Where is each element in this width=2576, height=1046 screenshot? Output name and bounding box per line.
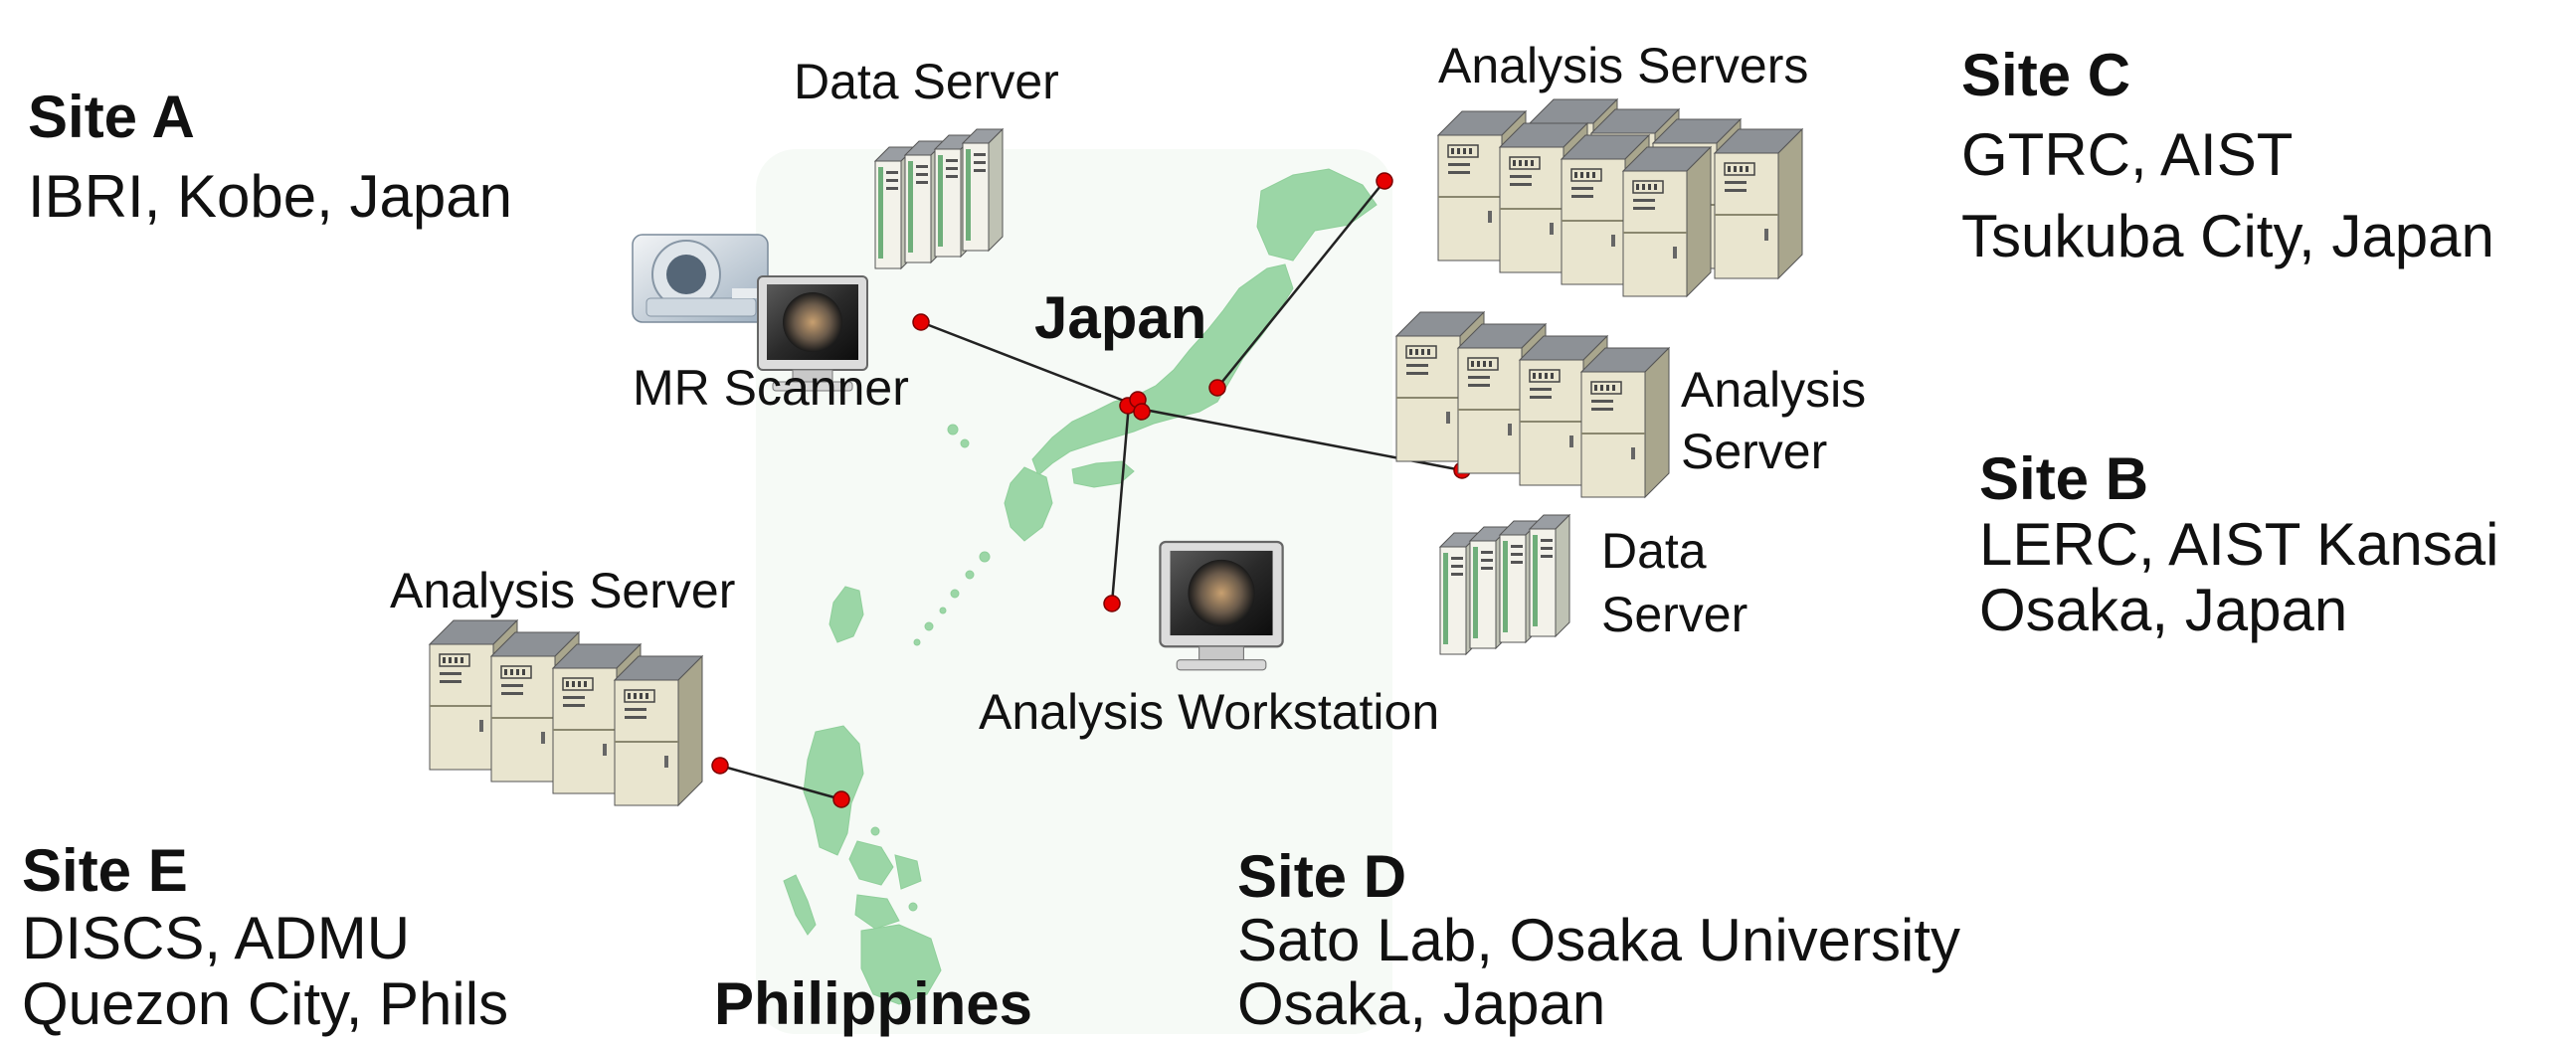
site-b-data-server-label-2: Server bbox=[1601, 587, 1748, 642]
site-e-analysis-server-icon bbox=[429, 619, 703, 806]
network-nodes bbox=[711, 172, 1471, 808]
philippines-map bbox=[783, 586, 942, 1005]
node-site-d bbox=[1103, 595, 1121, 612]
site-b-data-server-label-1: Data bbox=[1601, 523, 1707, 579]
site-a-title: Site A bbox=[28, 84, 195, 150]
mr-scanner-label: MR Scanner bbox=[633, 360, 909, 416]
site-d-line-1: Sato Lab, Osaka University bbox=[1237, 907, 1961, 973]
site-c-analysis-servers-label: Analysis Servers bbox=[1438, 38, 1809, 93]
site-a-data-server-label: Data Server bbox=[794, 54, 1059, 109]
philippines-label: Philippines bbox=[714, 970, 1033, 1037]
site-e-title: Site E bbox=[22, 837, 188, 904]
site-a-line-1: IBRI, Kobe, Japan bbox=[28, 163, 512, 230]
mr-scanner-icon bbox=[632, 234, 769, 323]
site-b-title: Site B bbox=[1979, 445, 2149, 512]
site-b-analysis-server-label-1: Analysis bbox=[1681, 362, 1867, 418]
site-a-data-server-icon bbox=[874, 128, 1004, 269]
site-d-line-2: Osaka, Japan bbox=[1237, 970, 1606, 1037]
node-site-c bbox=[1376, 172, 1393, 190]
site-e-line-2: Quezon City, Phils bbox=[22, 970, 509, 1037]
site-e-analysis-server-label: Analysis Server bbox=[390, 563, 736, 618]
site-d-workstation-label: Analysis Workstation bbox=[979, 684, 1440, 740]
site-c-line-1: GTRC, AIST bbox=[1961, 121, 2294, 188]
site-b-analysis-server-icon bbox=[1395, 311, 1670, 498]
site-b-line-1: LERC, AIST Kansai bbox=[1979, 511, 2499, 578]
node-site-a bbox=[912, 313, 930, 331]
site-d-title: Site D bbox=[1237, 843, 1407, 910]
node-manila bbox=[832, 790, 850, 808]
site-b-data-server-icon bbox=[1439, 514, 1570, 655]
japan-label: Japan bbox=[1034, 284, 1207, 351]
site-b-line-2: Osaka, Japan bbox=[1979, 577, 2348, 643]
site-e-line-1: DISCS, ADMU bbox=[22, 905, 411, 971]
node-site-e-server bbox=[711, 757, 729, 775]
site-c-title: Site C bbox=[1961, 42, 2131, 108]
node-tsukuba bbox=[1208, 379, 1226, 397]
site-c-line-2: Tsukuba City, Japan bbox=[1961, 203, 2494, 269]
japan-map bbox=[913, 168, 1378, 646]
node-kansai-3 bbox=[1133, 403, 1151, 421]
site-c-analysis-servers-icon bbox=[1437, 98, 1803, 297]
site-b-analysis-server-label-2: Server bbox=[1681, 424, 1828, 479]
